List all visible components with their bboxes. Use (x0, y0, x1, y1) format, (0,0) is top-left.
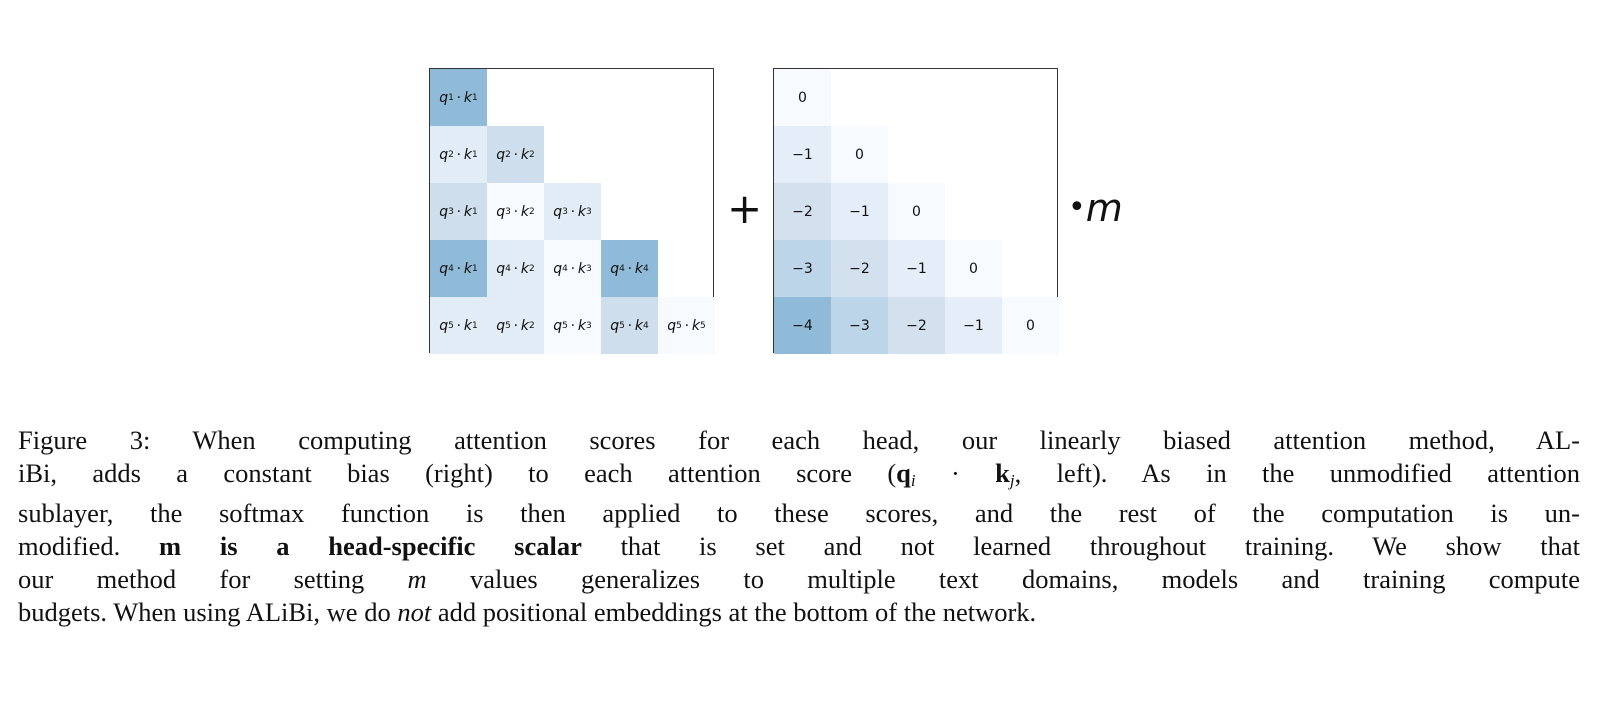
caption-text: , left). As in the unmodified attention (1014, 458, 1581, 488)
bias-cell: −1 (945, 297, 1002, 354)
bias-cell: −2 (831, 240, 888, 297)
math-m: m (407, 564, 427, 594)
caption-line-4: modified. m is a head-specific scalar th… (18, 530, 1580, 563)
caption-text: that is set and not learned throughout t… (581, 531, 1580, 561)
bias-cell: −1 (774, 126, 831, 183)
bias-cell: −1 (831, 183, 888, 240)
bias-cell: 0 (831, 126, 888, 183)
bias-cell: 0 (945, 240, 1002, 297)
caption-text: our method for setting (18, 564, 408, 594)
times-m-label: •m (1068, 186, 1123, 230)
caption-text: Figure 3: When computing attention score… (18, 425, 1580, 455)
bias-cell: −4 (774, 297, 831, 354)
bias-cell: −2 (888, 297, 945, 354)
caption-line-1: Figure 3: When computing attention score… (18, 424, 1580, 457)
caption-line-3: sublayer, the softmax function is then a… (18, 497, 1580, 530)
caption-bold-text: m is a head-specific scalar (159, 531, 582, 561)
caption-line-6: budgets. When using ALiBi, we do not add… (18, 596, 1580, 629)
bias-cell: −2 (774, 183, 831, 240)
bias-cell: −3 (831, 297, 888, 354)
plus-sign: + (727, 184, 763, 233)
m-symbol: m (1085, 186, 1123, 230)
math-sub-i: i (910, 471, 916, 490)
caption-text: sublayer, the softmax function is then a… (18, 498, 1580, 528)
caption-text: values generalizes to multiple text doma… (426, 564, 1580, 594)
math-dot: · (915, 458, 996, 488)
math-k: k (995, 458, 1010, 488)
math-q: q (896, 458, 911, 488)
math-sub-j: j (1009, 471, 1015, 490)
caption-line-5: our method for setting m values generali… (18, 563, 1580, 596)
bias-cell: 0 (888, 183, 945, 240)
bias-cell: 0 (774, 69, 831, 126)
caption-text: add positional embeddings at the bottom … (431, 597, 1037, 627)
multiply-dot: • (1068, 190, 1086, 225)
bias-cell: 0 (1002, 297, 1059, 354)
caption-italic-text: not (397, 597, 432, 627)
caption-text: budgets. When using ALiBi, we do (18, 597, 398, 627)
bias-cell: −1 (888, 240, 945, 297)
bias-cell: −3 (774, 240, 831, 297)
caption-line-2: iBi, adds a constant bias (right) to eac… (18, 457, 1580, 497)
caption-text: iBi, adds a constant bias (right) to eac… (18, 458, 897, 488)
figure-caption: Figure 3: When computing attention score… (18, 424, 1580, 629)
caption-text: modified. (18, 531, 160, 561)
